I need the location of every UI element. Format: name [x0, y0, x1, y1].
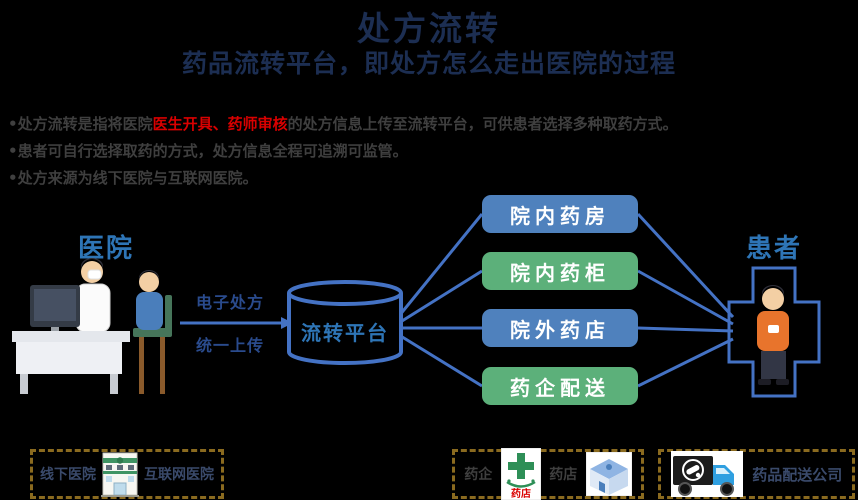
platform-label: 流转平台: [301, 321, 389, 345]
pharmacy-cross-icon: 药店: [500, 448, 541, 500]
bullet-line-3: •处方来源为线下医院与互联网医院。: [8, 165, 738, 192]
platform-to-channel-lines: [397, 213, 484, 388]
page-title: 处方流转: [357, 9, 501, 48]
offline-hospital-label: 线下医院: [40, 467, 96, 483]
internet-hospital-label: 互联网医院: [144, 467, 214, 483]
bullet-marker: •: [8, 169, 18, 187]
legend-delivery-company: 药品配送公司: [658, 449, 855, 499]
patient-cross-illustration: [727, 266, 821, 398]
store-label: 药店: [549, 467, 578, 483]
bullet2-text: 患者可自行选择取药的方式，处方信息全程可追溯可监管。: [17, 142, 408, 160]
bullet-line-2: •患者可自行选择取药的方式，处方信息全程可追溯可监管。: [8, 138, 738, 165]
drugstore-building-icon: [585, 452, 632, 496]
pharmacy-cross-caption: 药店: [511, 487, 531, 500]
description-bullets: •处方流转是指将医院医生开具、药师审核的处方信息上传至流转平台，可供患者选择多种…: [8, 111, 738, 192]
pharma-label: 药企: [464, 467, 493, 483]
bullet1-highlight: 医生开具、药师审核: [152, 115, 288, 133]
delivery-truck-icon: [670, 451, 743, 497]
platform-cylinder: [287, 280, 403, 365]
bullet1-text: 处方流转是指将医院: [17, 115, 153, 133]
patient-label: 患者: [746, 234, 803, 264]
legend-dispense-parties: 药企 药店 药店: [452, 448, 644, 500]
channel-box-pharma-delivery: 药企配送: [482, 367, 638, 405]
bullet-marker: •: [8, 142, 18, 160]
page-subtitle: 药品流转平台，即处方怎么走出医院的过程: [181, 49, 676, 78]
bullet-line-1: •处方流转是指将医院医生开具、药师审核的处方信息上传至流转平台，可供患者选择多种…: [8, 111, 738, 138]
legend-prescription-sources: 线下医院 互联网医院: [30, 449, 224, 499]
channel-box-outside-drugstore: 院外药店: [482, 309, 638, 347]
arrow-label-bottom: 统一上传: [196, 336, 265, 355]
bullet1-text-tail: 的处方信息上传至流转平台，可供患者选择多种取药方式。: [287, 115, 678, 133]
doctor-consultation-illustration: [12, 258, 172, 394]
channel-to-patient-lines: [636, 212, 735, 388]
hospital-building-icon: [101, 452, 139, 497]
bullet-marker: •: [8, 115, 18, 133]
channel-box-inhospital-cabinet: 院内药柜: [482, 252, 638, 290]
channel-box-inhospital-pharmacy: 院内药房: [482, 195, 638, 233]
bullet3-text: 处方来源为线下医院与互联网医院。: [17, 169, 258, 187]
hospital-to-platform-arrow: [180, 317, 293, 329]
delivery-company-label: 药品配送公司: [752, 465, 843, 484]
arrow-label-top: 电子处方: [196, 293, 265, 312]
